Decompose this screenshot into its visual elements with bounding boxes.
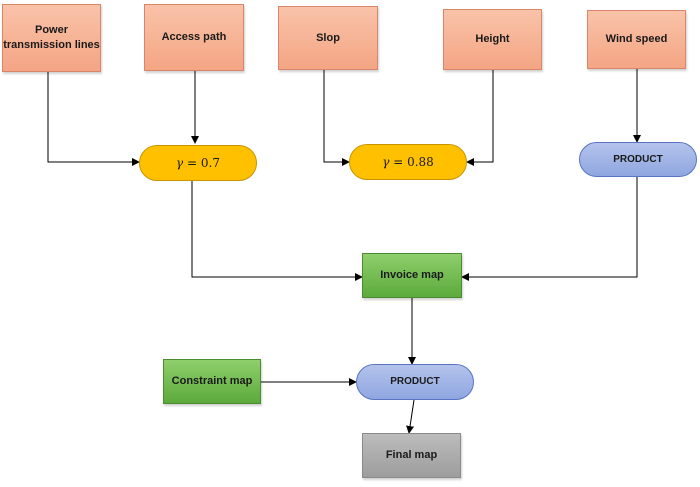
gamma-operator-2: γ = 0.88 — [349, 144, 467, 180]
connector-power-to-gamma1 — [47, 72, 140, 166]
invoice-map-node: Invoice map — [362, 253, 462, 298]
connector-product-to-invoice — [461, 177, 638, 281]
height-node: Height — [443, 9, 542, 70]
wind-speed-node: Wind speed — [587, 10, 686, 69]
power-transmission-lines-label: Power transmission lines — [3, 24, 100, 51]
connector-slop-to-gamma2 — [323, 70, 350, 166]
gamma-value-2: = 0.88 — [393, 154, 434, 169]
slop-label: Slop — [316, 31, 340, 44]
connector-product2-to-final — [406, 399, 415, 434]
height-label: Height — [475, 33, 510, 46]
gamma-symbol-2: γ — [382, 154, 390, 169]
gamma-symbol-1: γ — [176, 155, 184, 170]
connector-height-to-gamma2 — [466, 70, 494, 166]
final-map-label: Final map — [385, 449, 438, 462]
constraint-map-label: Constraint map — [171, 375, 253, 388]
final-map-node: Final map — [362, 433, 461, 478]
connector-gamma1-to-invoice — [191, 180, 363, 281]
gamma-operator-1: γ = 0.7 — [139, 145, 257, 181]
constraint-map-node: Constraint map — [163, 359, 261, 404]
product-bottom-label: PRODUCT — [390, 376, 440, 388]
wind-speed-label: Wind speed — [605, 33, 668, 46]
power-transmission-lines-node: Power transmission lines — [2, 4, 101, 72]
access-path-node: Access path — [144, 4, 244, 71]
gamma-value-1: = 0.7 — [187, 155, 220, 170]
slop-node: Slop — [278, 6, 378, 70]
product-operator-top: PRODUCT — [579, 142, 697, 177]
product-top-label: PRODUCT — [613, 153, 663, 165]
product-operator-bottom: PRODUCT — [356, 364, 474, 400]
access-path-label: Access path — [161, 31, 227, 44]
invoice-map-label: Invoice map — [380, 269, 444, 282]
